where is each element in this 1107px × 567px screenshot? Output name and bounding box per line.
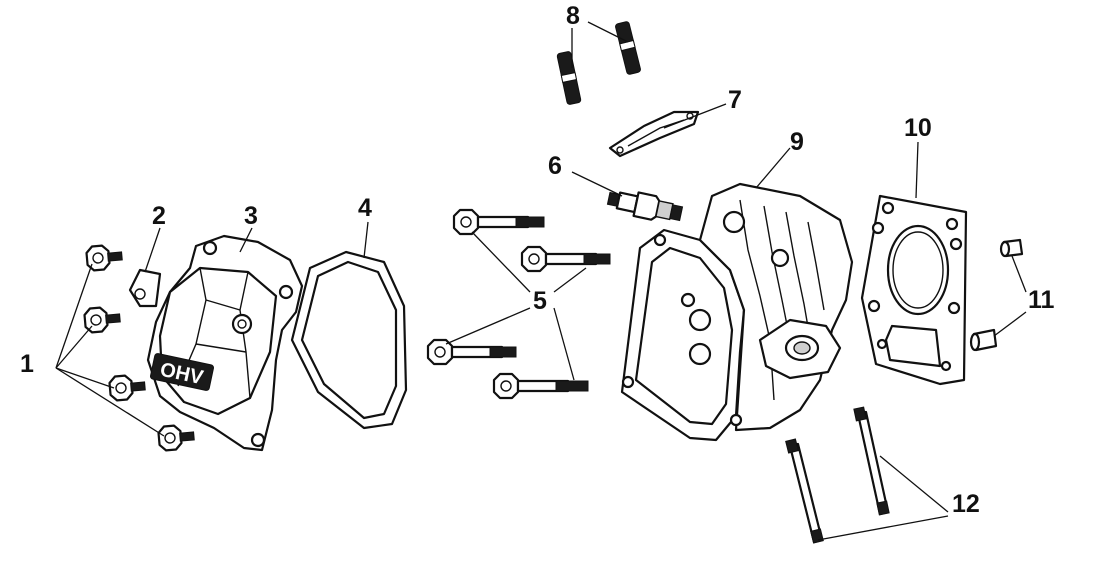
head-bolt: [520, 245, 611, 273]
cylinder-studs: [785, 406, 890, 544]
cylinder-stud: [853, 406, 890, 516]
callout-3: 3: [244, 202, 258, 230]
callout-2: 2: [152, 202, 166, 230]
cover-bolt: [83, 306, 121, 334]
cylinder-head: [620, 182, 854, 442]
exhaust-gasket: [608, 110, 700, 158]
cover-gasket: [290, 250, 408, 430]
cylinder-stud: [785, 438, 824, 544]
exhaust-stud: [556, 51, 582, 105]
callout-5: 5: [533, 287, 547, 315]
head-bolt: [452, 208, 545, 236]
callout-12: 12: [952, 490, 980, 518]
dowel-pin: [969, 328, 998, 352]
exhaust-stud: [615, 21, 641, 75]
dowel-pin: [999, 238, 1024, 258]
spark-plug: [606, 191, 684, 222]
callout-6: 6: [548, 152, 562, 180]
callout-1: 1: [20, 350, 34, 378]
cover-bolt: [157, 424, 195, 452]
callout-11: 11: [1028, 286, 1055, 314]
head-gasket: [860, 194, 968, 386]
head-bolt: [492, 372, 589, 400]
callout-4: 4: [358, 194, 372, 222]
cover-bolt: [108, 374, 146, 402]
callout-8: 8: [566, 2, 580, 30]
head-bolts: [426, 208, 611, 400]
callout-9: 9: [790, 128, 804, 156]
callout-10: 10: [904, 114, 932, 142]
callout-7: 7: [728, 86, 742, 114]
dowel-pins: [969, 238, 1024, 352]
leader-lines: [55, 21, 1027, 541]
breather-bracket: [128, 268, 162, 308]
head-bolt: [426, 338, 517, 366]
exhaust-studs: [556, 21, 641, 105]
valve-cover: OHV: [146, 234, 304, 452]
